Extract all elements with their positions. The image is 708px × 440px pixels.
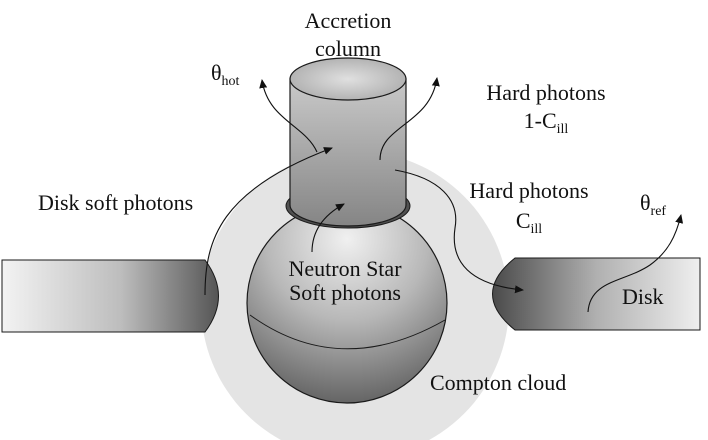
- theta-hot-arrow: [259, 79, 318, 153]
- hard-photons-escape-arrow: [379, 77, 440, 161]
- neutron-star-label-line1: Neutron Star: [288, 256, 402, 281]
- neutron-star-label: Neutron Star Soft photons: [270, 258, 420, 304]
- accretion-column: [289, 78, 407, 227]
- compton-cloud-label: Compton cloud: [430, 370, 567, 395]
- hard-photons-illumination-line2-sub: ill: [530, 222, 543, 237]
- theta-hot-subscript: hot: [221, 74, 240, 89]
- hard-photons-escape-line2: 1-Cill: [462, 110, 630, 137]
- disk-soft-photons-label: Disk soft photons: [38, 190, 194, 215]
- theta-ref-arrow: [587, 214, 684, 313]
- hard-photons-escape-label: Hard photons 1-Cill: [462, 82, 630, 137]
- neutron-star-photons-arrow: [311, 203, 345, 253]
- theta-hot-label: θhot: [211, 62, 239, 89]
- hard-photons-escape-line1: Hard photons: [486, 80, 606, 105]
- hard-photons-illumination-line2: Cill: [445, 210, 613, 237]
- accretion-column-label-line1: Accretion: [304, 8, 392, 33]
- disk-label: Disk: [622, 284, 664, 309]
- accretion-column-label-line2: column: [315, 36, 381, 61]
- hard-photons-illumination-label: Hard photons Cill: [445, 180, 613, 237]
- accretion-column-top: [289, 57, 407, 101]
- right-disk: [492, 257, 701, 331]
- theta-ref-symbol: θ: [640, 190, 651, 215]
- hard-photons-illumination-arrow: [394, 169, 524, 294]
- left-disk: [1, 259, 219, 333]
- star-equator-line: [249, 314, 446, 350]
- hard-photons-escape-line2-sub: ill: [556, 122, 569, 137]
- theta-hot-symbol: θ: [211, 60, 222, 85]
- disk-soft-photons-arrow: [204, 147, 333, 296]
- hard-photons-escape-line2-base: 1-C: [523, 108, 557, 133]
- theta-ref-label: θref: [640, 192, 666, 219]
- hard-photons-illumination-line2-base: C: [515, 208, 531, 233]
- neutron-star-label-line2: Soft photons: [289, 280, 401, 305]
- hard-photons-illumination-line1: Hard photons: [469, 178, 589, 203]
- accretion-column-label: Accretion column: [292, 10, 404, 60]
- theta-ref-subscript: ref: [650, 204, 667, 219]
